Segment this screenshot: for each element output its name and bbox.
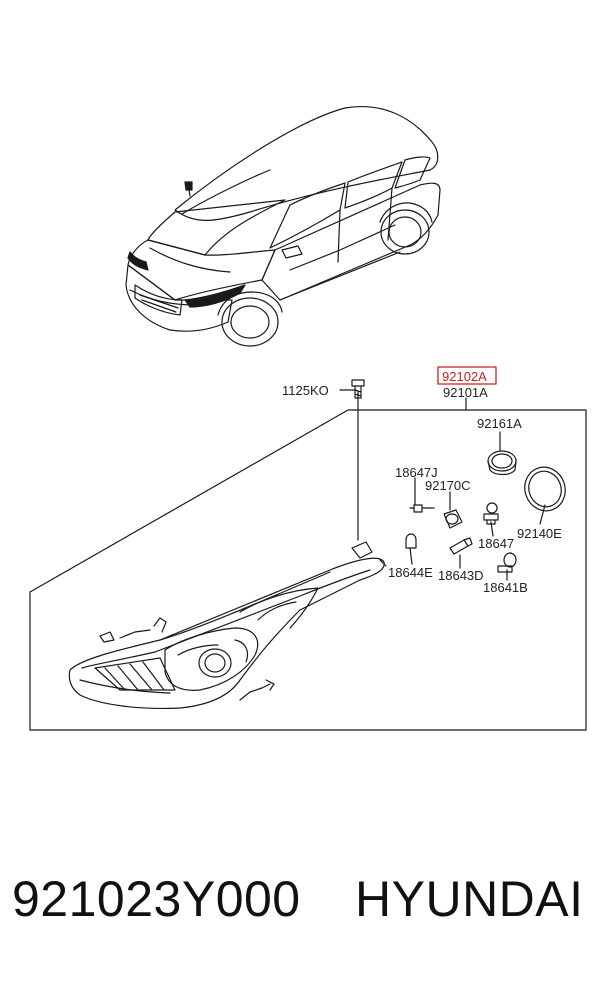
label-18647j: 18647J — [395, 465, 438, 480]
socket-c-part — [443, 509, 463, 529]
label-92101a: 92101A — [443, 385, 488, 400]
bulb-d-part — [449, 537, 473, 555]
label-18647: 18647 — [478, 536, 514, 551]
label-92140e: 92140E — [517, 526, 562, 541]
bulb-b-part — [497, 552, 517, 573]
part-number: 921023Y000 — [12, 871, 301, 927]
car-illustration — [125, 105, 441, 347]
leader-ring — [539, 504, 546, 525]
bulb-j-part — [409, 504, 435, 513]
bulb-part — [483, 502, 499, 525]
bolt-part — [351, 379, 365, 399]
cap-part — [487, 450, 517, 476]
assembly-frame — [29, 409, 587, 731]
label-18641b: 18641B — [483, 580, 528, 595]
bulb-e-part — [405, 533, 417, 549]
label-92170c: 92170C — [425, 478, 471, 493]
highlight-box — [437, 366, 497, 385]
label-18644e: 18644E — [388, 565, 433, 580]
leader-bulb-e — [409, 547, 413, 565]
brand-name: HYUNDAI — [355, 871, 584, 927]
footer: 921023Y000 HYUNDAI — [0, 870, 600, 960]
headlamp-assembly — [68, 541, 387, 710]
label-1125ko: 1125KO — [282, 383, 329, 398]
label-92161a: 92161A — [477, 416, 522, 431]
ring-part — [524, 466, 566, 512]
label-92102a: 92102A — [442, 369, 487, 384]
label-18643d: 18643D — [438, 568, 484, 583]
part-labels: 1125KO 92102A 92101A 92161A 18647J 92170… — [282, 369, 562, 595]
